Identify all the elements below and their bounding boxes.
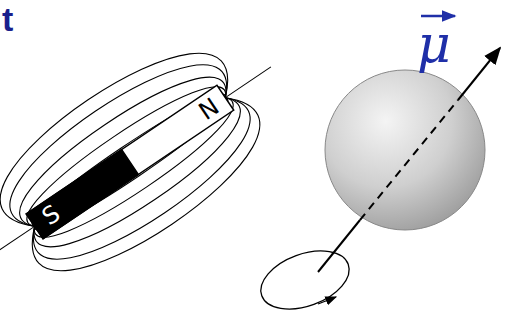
sphere — [325, 70, 485, 230]
moment-axis-hidden — [360, 100, 458, 220]
heading-fragment: t — [2, 2, 13, 36]
moment-arrow — [458, 48, 500, 100]
current-loop — [253, 240, 357, 320]
loop-arrow — [318, 297, 336, 304]
field-line — [20, 88, 282, 298]
moment-symbol: μ — [417, 18, 451, 70]
moment-axis — [318, 220, 360, 272]
vector-arrow — [421, 15, 455, 18]
field-line — [4, 57, 231, 231]
field-lines — [0, 26, 282, 299]
field-line — [29, 94, 256, 268]
field-line — [25, 91, 270, 284]
bar-magnet — [0, 5, 313, 317]
